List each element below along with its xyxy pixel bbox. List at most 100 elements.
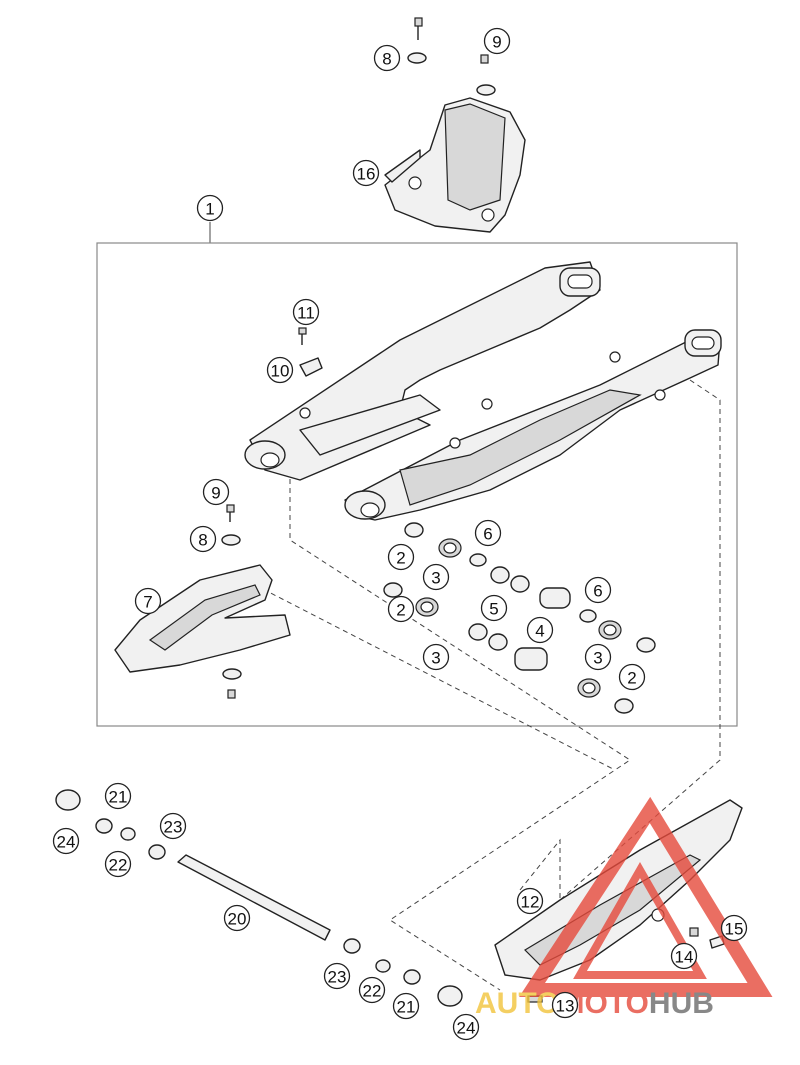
callout-1: 1 — [196, 194, 224, 222]
callout-8: 8 — [373, 44, 401, 72]
watermark-auto: AUTO — [475, 987, 559, 1020]
callout-circle — [422, 563, 450, 591]
callout-label: 7 — [143, 593, 152, 612]
callout-10: 10 — [266, 356, 294, 384]
callout-2: 2 — [618, 663, 646, 691]
callout-13: 13 — [551, 991, 579, 1019]
callout-circle — [720, 914, 748, 942]
callout-4: 4 — [526, 616, 554, 644]
callout-circle — [516, 887, 544, 915]
chain-slider — [114, 564, 291, 699]
callout-label: 3 — [431, 569, 440, 588]
callout-label: 2 — [396, 601, 405, 620]
callout-label: 22 — [109, 856, 128, 875]
callout-label: 24 — [57, 833, 76, 852]
callout-label: 12 — [521, 893, 540, 912]
callout-label: 21 — [397, 998, 416, 1017]
callout-24: 24 — [452, 1013, 480, 1041]
callout-6: 6 — [474, 519, 502, 547]
callout-label: 24 — [457, 1019, 476, 1038]
callout-22: 22 — [358, 976, 386, 1004]
callout-15: 15 — [720, 914, 748, 942]
assembly-frame-group — [96, 222, 738, 727]
callout-label: 10 — [271, 362, 290, 381]
callout-circle — [159, 812, 187, 840]
callout-circle — [292, 298, 320, 326]
left-fasteners — [221, 504, 241, 546]
callout-6: 6 — [584, 576, 612, 604]
callout-label: 20 — [228, 910, 247, 929]
callout-circle — [52, 827, 80, 855]
callout-circle — [104, 850, 132, 878]
callout-label: 11 — [297, 304, 315, 323]
callout-circle — [526, 616, 554, 644]
callout-circle — [387, 595, 415, 623]
callout-circle — [584, 576, 612, 604]
callout-21: 21 — [392, 992, 420, 1020]
callout-label: 22 — [363, 982, 382, 1001]
callout-label: 14 — [675, 948, 694, 967]
callout-21: 21 — [104, 782, 132, 810]
top-fasteners — [407, 17, 496, 96]
callout-3: 3 — [422, 563, 450, 591]
callout-8: 8 — [189, 525, 217, 553]
pivot-axle-group — [55, 789, 463, 1007]
callout-label: 23 — [328, 968, 347, 987]
callout-5: 5 — [480, 594, 508, 622]
callout-circle — [223, 904, 251, 932]
callout-circle — [670, 942, 698, 970]
callout-9: 9 — [202, 478, 230, 506]
callout-layer: 1891611109872362354632212423222012151413… — [52, 27, 748, 1041]
callout-label: 15 — [725, 920, 744, 939]
callout-16: 16 — [352, 159, 380, 187]
callout-circle — [392, 992, 420, 1020]
callout-label: 16 — [357, 165, 376, 184]
callout-circle — [373, 44, 401, 72]
callout-circle — [266, 356, 294, 384]
callout-3: 3 — [584, 643, 612, 671]
callout-label: 6 — [483, 525, 492, 544]
assembly-frame — [96, 242, 738, 727]
callout-3: 3 — [422, 643, 450, 671]
callout-22: 22 — [104, 850, 132, 878]
callout-9: 9 — [483, 27, 511, 55]
callout-label: 8 — [382, 50, 391, 69]
callout-circle — [134, 587, 162, 615]
callout-label: 3 — [431, 649, 440, 668]
watermark-hub: HUB — [649, 987, 714, 1020]
callout-circle — [474, 519, 502, 547]
callout-label: 21 — [109, 788, 128, 807]
callout-circle — [483, 27, 511, 55]
callout-14: 14 — [670, 942, 698, 970]
callout-label: 9 — [492, 33, 501, 52]
callout-label: 5 — [489, 600, 498, 619]
callout-label: 4 — [535, 622, 544, 641]
callout-circle — [189, 525, 217, 553]
callout-circle — [618, 663, 646, 691]
callout-20: 20 — [223, 904, 251, 932]
callout-label: 3 — [593, 649, 602, 668]
svg-text:AUTOMOTOHUB: AUTOMOTOHUB — [475, 987, 714, 1020]
callout-24: 24 — [52, 827, 80, 855]
callout-23: 23 — [323, 962, 351, 990]
callout-label: 2 — [627, 669, 636, 688]
callout-12: 12 — [516, 887, 544, 915]
callout-circle — [323, 962, 351, 990]
callout-circle — [387, 543, 415, 571]
callout-label: 8 — [198, 531, 207, 550]
callout-11: 11 — [292, 298, 320, 326]
bearing-set — [383, 522, 656, 714]
callout-2: 2 — [387, 543, 415, 571]
callout-label: 2 — [396, 549, 405, 568]
swingarm — [244, 261, 722, 521]
callout-circle — [196, 194, 224, 222]
callout-circle — [584, 643, 612, 671]
callout-label: 23 — [164, 818, 183, 837]
callout-circle — [104, 782, 132, 810]
callout-circle — [452, 1013, 480, 1041]
callout-label: 6 — [593, 582, 602, 601]
callout-label: 13 — [556, 997, 575, 1016]
callout-circle — [480, 594, 508, 622]
callout-circle — [202, 478, 230, 506]
